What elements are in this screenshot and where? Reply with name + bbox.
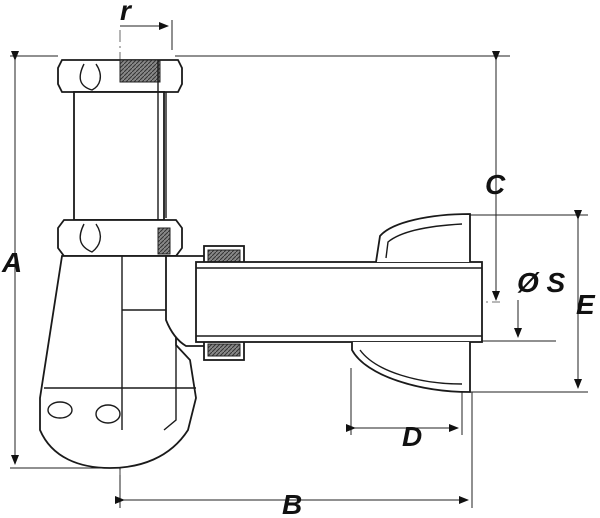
cup-hole-left	[47, 401, 73, 419]
outlet-tube	[195, 261, 483, 343]
middle-nut-detail	[79, 223, 102, 253]
outlet-thread-bottom	[207, 343, 241, 357]
label-C: C	[485, 169, 506, 200]
rosette-bottom	[351, 342, 471, 393]
dimension-lines	[10, 20, 588, 508]
label-S: Ø S	[517, 267, 566, 298]
rosette-top	[375, 213, 471, 263]
lower-cup	[39, 255, 197, 469]
cup-right-wall	[163, 345, 177, 431]
label-r: r	[120, 0, 133, 26]
rosette-top-inner	[385, 223, 463, 259]
middle-thread	[157, 227, 171, 255]
rosette-bottom-inner	[359, 349, 463, 385]
cup-hole-center	[95, 404, 121, 424]
label-E: E	[576, 289, 596, 320]
siphon-body	[39, 59, 197, 469]
top-thread	[119, 59, 161, 83]
side-outlet	[165, 213, 483, 393]
label-D: D	[402, 421, 422, 452]
label-A: A	[1, 247, 22, 278]
upper-tube	[73, 91, 165, 221]
top-nut-detail	[79, 63, 102, 91]
label-B: B	[282, 489, 302, 518]
outlet-thread-top	[207, 249, 241, 263]
